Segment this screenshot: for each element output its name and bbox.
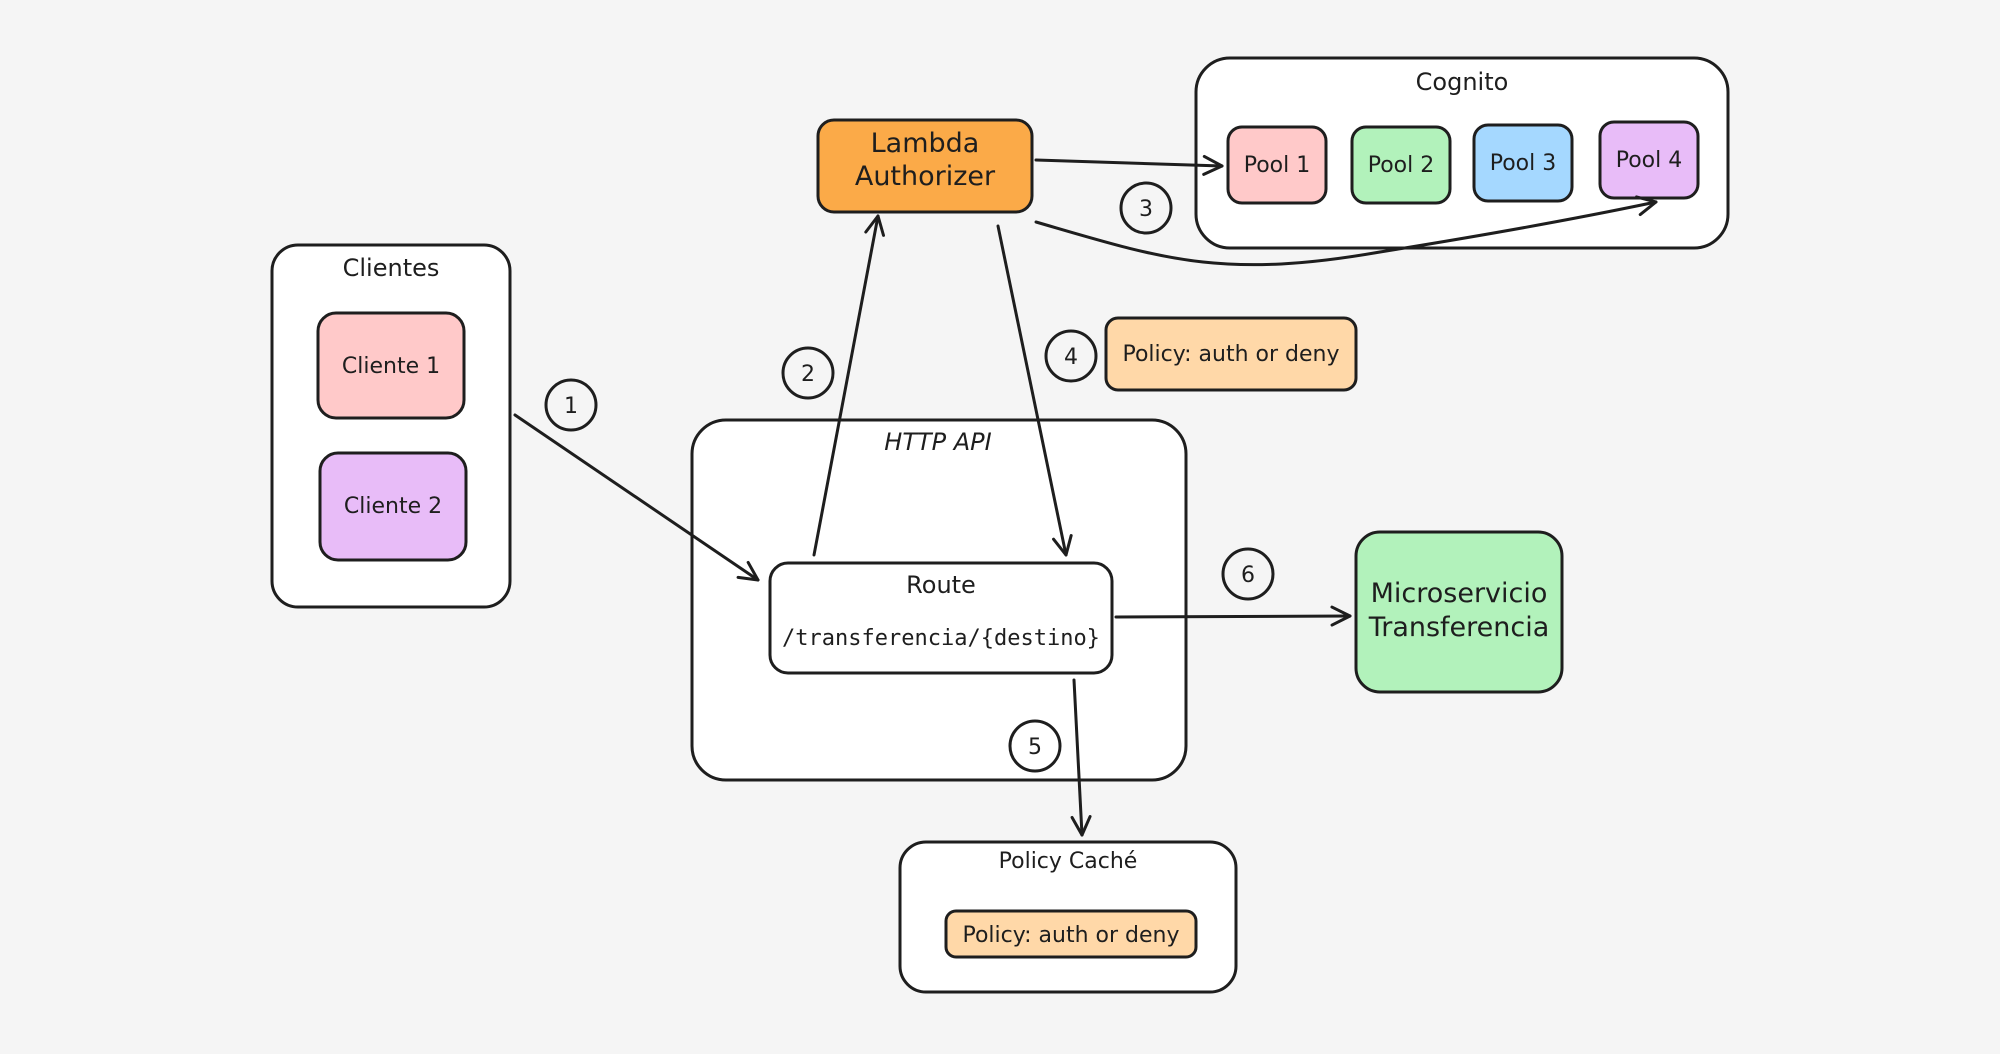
pool-3-box: [1472, 123, 1574, 203]
arrow-2-route-to-lambda: [812, 214, 886, 557]
arrow-3-lambda-to-pool-4: [1034, 195, 1658, 267]
pool-2-box: [1350, 125, 1452, 205]
http-api-group: HTTP API Route /transferencia/{destino}: [690, 418, 1188, 782]
step-2-label: 2: [801, 362, 815, 387]
arrow-1-clientes-to-route: [513, 413, 760, 582]
microservicio-box: [1354, 530, 1564, 694]
arrows: [513, 154, 1658, 837]
microservicio-line-1: Microservicio: [1371, 578, 1548, 609]
arrow-4-lambda-to-route: [996, 224, 1073, 557]
cliente-1-box: [316, 311, 466, 420]
pool-1-box: [1226, 125, 1328, 205]
cognito-group: Cognito Pool 1 Pool 2 Pool 3 Pool 4: [1194, 56, 1730, 250]
clientes-group: Clientes Cliente 1 Cliente 2: [270, 243, 512, 609]
clientes-title: Clientes: [343, 254, 440, 282]
step-5-circle: [1008, 719, 1062, 773]
policy-cache-group: Policy Caché Policy: auth or deny: [898, 840, 1238, 994]
step-6-label: 6: [1241, 563, 1255, 588]
arrow-5-route-to-cache: [1070, 678, 1092, 837]
route-box: [768, 561, 1114, 675]
step-1-label: 1: [564, 394, 578, 419]
pool-4-label: Pool 4: [1616, 148, 1683, 173]
step-4-circle: [1044, 329, 1098, 383]
route-path: /transferencia/{destino}: [782, 626, 1100, 651]
step-5-label: 5: [1028, 735, 1042, 760]
microservicio-line-2: Transferencia: [1368, 612, 1550, 643]
lambda-authorizer: Lambda Authorizer: [816, 118, 1034, 214]
pool-3-label: Pool 3: [1490, 151, 1557, 176]
arrow-3-lambda-to-pool-1: [1034, 154, 1224, 176]
cliente-1-label: Cliente 1: [342, 354, 440, 379]
cliente-2-box: [318, 451, 468, 562]
policy-cache-item-box: [944, 909, 1198, 959]
pool-2-label: Pool 2: [1368, 153, 1435, 178]
lambda-line-1: Lambda: [871, 128, 980, 159]
lambda-authorizer-box: [816, 118, 1034, 214]
step-1-circle: [544, 378, 598, 432]
step-3-circle: [1119, 181, 1173, 235]
lambda-line-2: Authorizer: [855, 161, 996, 192]
policy-note-label: Policy: auth or deny: [1122, 342, 1339, 367]
microservicio: Microservicio Transferencia: [1354, 530, 1564, 694]
policy-note: Policy: auth or deny: [1104, 316, 1358, 392]
step-4-label: 4: [1064, 345, 1078, 370]
policy-cache-title: Policy Caché: [999, 849, 1138, 874]
step-3-label: 3: [1139, 197, 1153, 222]
cliente-2-label: Cliente 2: [344, 494, 442, 519]
policy-cache-item-label: Policy: auth or deny: [962, 923, 1179, 948]
step-markers: 1 2 3 4 5 6: [544, 181, 1275, 773]
route-title: Route: [906, 571, 976, 599]
pool-1-label: Pool 1: [1244, 153, 1311, 178]
policy-note-box: [1104, 316, 1358, 392]
cognito-container: [1194, 56, 1730, 250]
cognito-title: Cognito: [1416, 68, 1509, 96]
http-api-title: HTTP API: [884, 428, 991, 456]
step-6-circle: [1221, 547, 1275, 601]
arrow-6-route-to-microservicio: [1114, 605, 1352, 627]
step-2-circle: [781, 346, 835, 400]
